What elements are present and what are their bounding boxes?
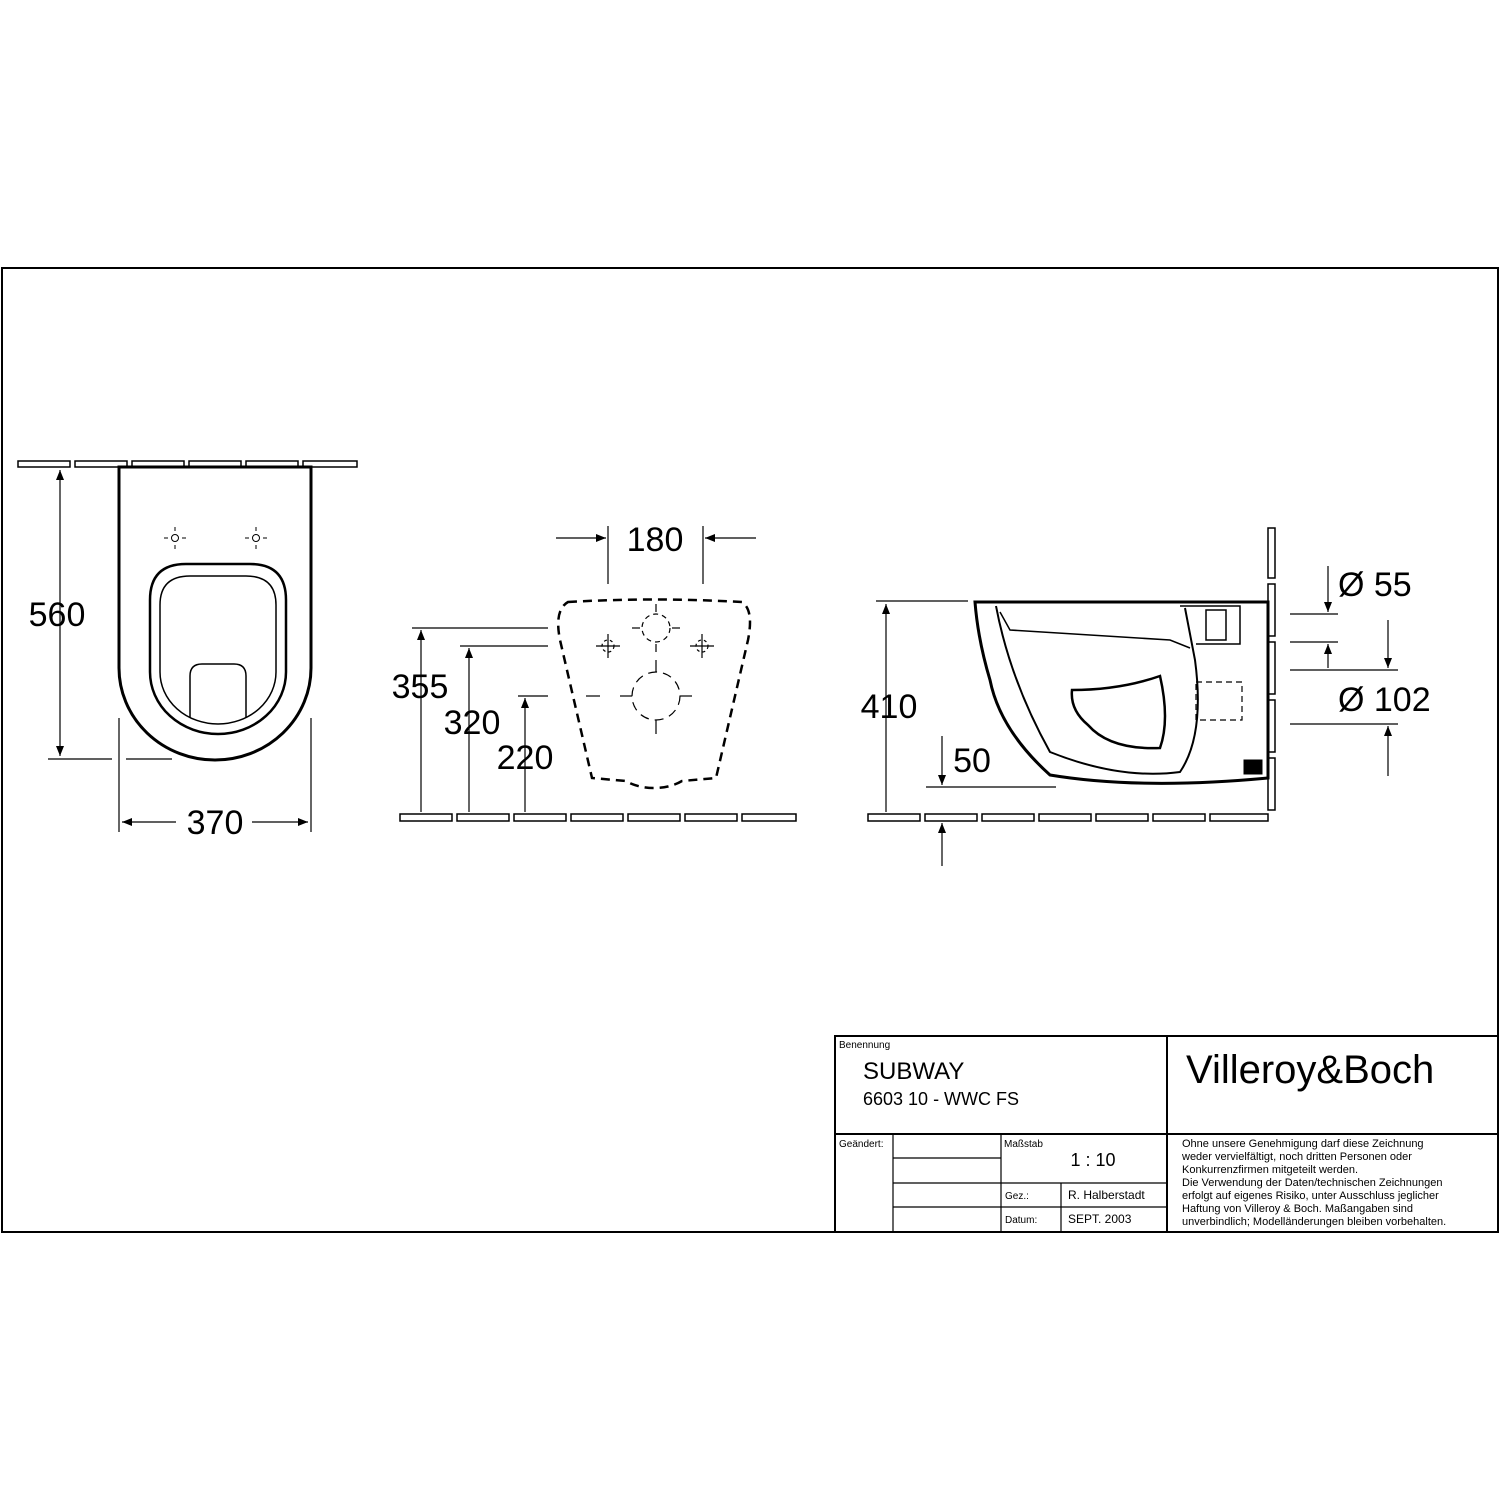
- drawing-frame: [1, 267, 1499, 1233]
- dim-220-label: 220: [497, 739, 554, 777]
- title-block-date: SEPT. 2003: [1068, 1212, 1132, 1226]
- dim-180-label: 180: [627, 521, 684, 559]
- title-block-geaendert-label: Geändert:: [839, 1139, 883, 1150]
- side-view: [867, 527, 1398, 866]
- dim-50-label: 50: [953, 742, 991, 780]
- title-block-scale: 1 : 10: [1070, 1150, 1115, 1170]
- front-view-upper-hole: [632, 604, 680, 652]
- dim-370-label: 370: [187, 804, 244, 842]
- title-block-massstab-label: Maßstab: [1004, 1139, 1043, 1150]
- title-block-notice-line: Ohne unsere Genehmigung darf diese Zeich…: [1182, 1138, 1424, 1150]
- title-block-notice-line: erfolgt auf eigenes Risiko, unter Aussch…: [1182, 1190, 1439, 1202]
- top-view-outline: [117, 465, 313, 762]
- top-view-fixing-hole-right: [245, 527, 267, 549]
- dim-355-label: 355: [392, 668, 449, 706]
- title-block-datum-label: Datum:: [1005, 1215, 1037, 1226]
- side-view-bowl-inner: [995, 605, 1199, 775]
- top-view-seat-outer: [148, 562, 288, 736]
- title-block-notice-line: Die Verwendung der Daten/technischen Zei…: [1182, 1177, 1443, 1189]
- front-view-bolt-right: [690, 634, 714, 658]
- title-block-brand-logo: Villeroy&Boch: [1186, 1048, 1434, 1092]
- top-view-bowl-opening: [189, 663, 247, 718]
- dim-dia-102-label: Ø 102: [1338, 681, 1431, 719]
- title-block-notice-line: Haftung von Villeroy & Boch. Maßangaben …: [1182, 1203, 1413, 1215]
- dim-dia-55-label: Ø 55: [1338, 566, 1412, 604]
- side-view-wall: [1267, 527, 1276, 811]
- side-view-outlet-box: [1195, 681, 1243, 721]
- title-block-notice-line: Konkurrenzfirmen mitgeteilt werden.: [1182, 1164, 1358, 1176]
- dim-410-label: 410: [861, 688, 918, 726]
- front-view-bolt-left: [596, 634, 620, 658]
- side-view-bowl-outer: [973, 600, 1270, 785]
- title-block-notice-line: weder vervielfältigt, noch dritten Perso…: [1181, 1151, 1412, 1163]
- title-block-product-name: SUBWAY: [863, 1058, 964, 1085]
- title-block-notice-line: unverbindlich; Modelländerungen bleiben …: [1182, 1216, 1446, 1228]
- side-view-floor: [867, 813, 1269, 822]
- dim-320-label: 320: [444, 704, 501, 742]
- front-view-floor: [399, 813, 797, 822]
- top-view-fixing-hole-left: [164, 527, 186, 549]
- side-view-fixing-block: [1243, 759, 1263, 775]
- side-view-inlet-box: [1205, 609, 1227, 641]
- top-view-seat-inner: [159, 575, 277, 725]
- title-block-drawn-by: R. Halberstadt: [1068, 1188, 1145, 1202]
- front-view-outlet-hole: [586, 660, 692, 734]
- top-view: [17, 460, 358, 832]
- side-view-trap: [1070, 674, 1167, 750]
- front-view-outline: [557, 598, 752, 790]
- side-view-inlet: [1180, 605, 1241, 645]
- dim-560-label: 560: [29, 596, 86, 634]
- side-view-rim: [999, 611, 1191, 649]
- title-block-benennung-label: Benennung: [839, 1040, 890, 1051]
- title-block-gez-label: Gez.:: [1005, 1191, 1029, 1202]
- title-block-product-code: 6603 10 - WWC FS: [863, 1089, 1019, 1109]
- title-block: [834, 1035, 1499, 1233]
- front-view: [399, 526, 797, 822]
